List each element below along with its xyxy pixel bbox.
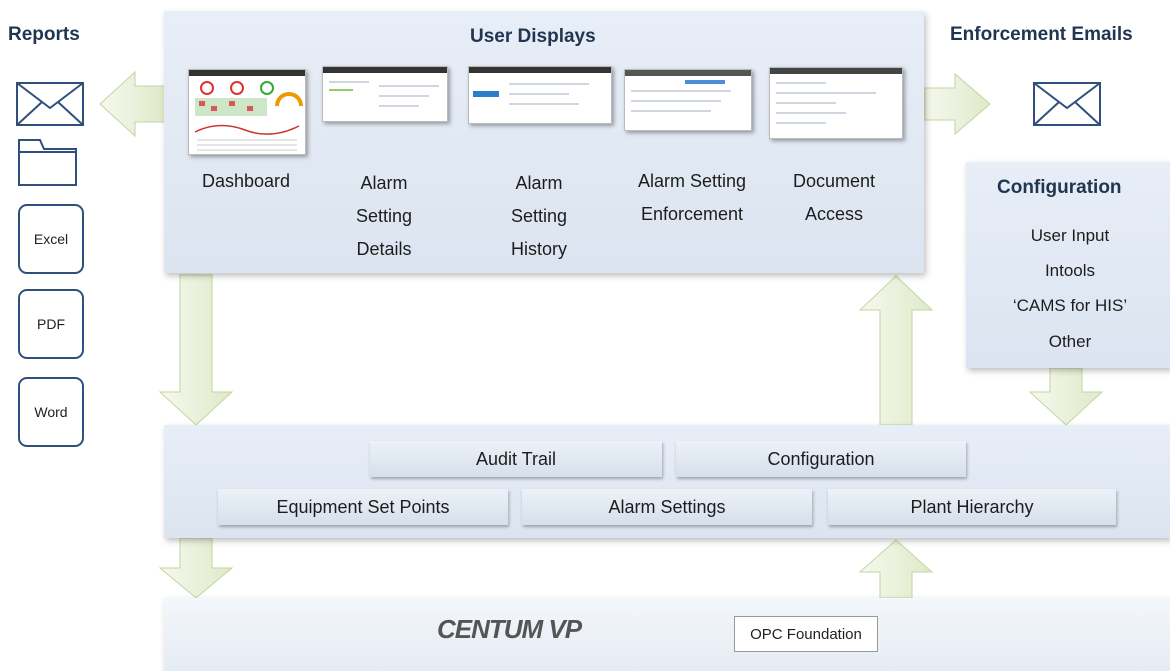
opc-foundation-box: OPC Foundation <box>734 616 878 652</box>
config-item-cams: ‘CAMS for HIS’ <box>1012 296 1128 315</box>
dashboard-thumbnail <box>188 69 306 155</box>
enforcement-thumbnail <box>624 69 752 131</box>
pdf-report: PDF <box>18 289 84 359</box>
user-displays-panel: User Displays <box>164 11 924 273</box>
module-audit-trail: Audit Trail <box>370 441 662 477</box>
display-label-enforcement: Alarm Setting Enforcement <box>637 171 747 224</box>
arrow-bottom-to-db <box>858 539 934 599</box>
module-plant-hierarchy: Plant Hierarchy <box>828 489 1116 525</box>
dashboard-preview <box>194 81 303 151</box>
config-item-user-input: User Input <box>1030 226 1110 245</box>
centum-vp-logo: CENTUM VP <box>437 614 582 644</box>
user-displays-heading: User Displays <box>470 26 596 47</box>
display-label-document-access: Document Access <box>792 171 876 224</box>
display-label-alarm-history: Alarm Setting History <box>510 173 568 259</box>
folder-icon <box>18 139 77 186</box>
enforcement-emails-heading: Enforcement Emails <box>950 24 1133 45</box>
configuration-heading: Configuration <box>997 177 1122 198</box>
arrow-displays-down <box>158 274 234 426</box>
arrow-database-up <box>858 275 934 426</box>
arrow-config-down <box>1028 367 1104 426</box>
excel-report: Excel <box>18 204 84 274</box>
reports-heading: Reports <box>8 24 80 45</box>
alarm-details-thumbnail <box>322 66 448 122</box>
arrow-db-to-bottom <box>158 537 234 599</box>
document-access-thumbnail <box>769 67 903 139</box>
module-equipment-set-points: Equipment Set Points <box>218 489 508 525</box>
envelope-icon <box>16 82 84 126</box>
envelope-icon <box>1033 82 1101 126</box>
config-item-other: Other <box>1048 332 1092 351</box>
display-label-dashboard: Dashboard <box>201 171 291 191</box>
configuration-panel: Configuration User Input Intools ‘CAMS f… <box>966 162 1170 368</box>
config-item-intools: Intools <box>1044 261 1096 280</box>
word-report: Word <box>18 377 84 447</box>
control-system-panel: CENTUM VP OPC Foundation <box>164 598 1170 671</box>
database-panel: Audit Trail Configuration Equipment Set … <box>164 425 1170 538</box>
arrow-to-reports <box>99 70 166 138</box>
alarm-history-thumbnail <box>468 66 612 124</box>
arrow-to-emails <box>924 72 991 136</box>
display-label-alarm-details: Alarm Setting Details <box>355 173 413 259</box>
module-configuration: Configuration <box>676 441 966 477</box>
module-alarm-settings: Alarm Settings <box>522 489 812 525</box>
